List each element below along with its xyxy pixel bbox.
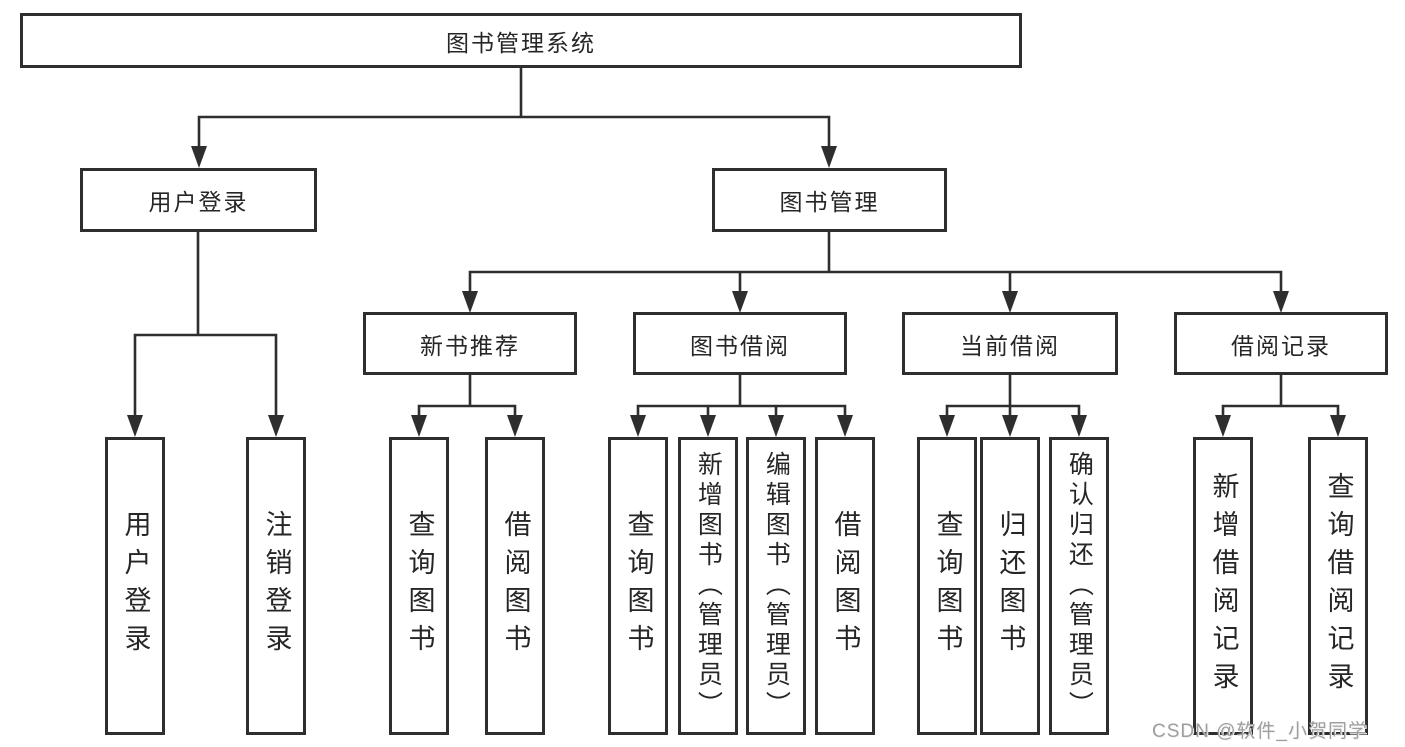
leaf-bb-borrow-books-label: 借阅图书 <box>830 510 861 662</box>
node-borrow-records: 借阅记录 <box>1174 312 1388 375</box>
leaf-bb-edit-books-label: 编辑图书（管理员） <box>762 451 791 721</box>
node-book-borrow-label: 图书借阅 <box>690 332 790 359</box>
leaf-bb-query-books-label: 查询图书 <box>623 510 654 662</box>
leaf-bb-add-books: 新增图书（管理员） <box>678 437 738 735</box>
leaf-br-query-record-label: 查询借阅记录 <box>1323 472 1354 700</box>
leaf-logout: 注销登录 <box>246 437 306 735</box>
arrowheads <box>127 146 1346 437</box>
leaf-cb-return-books: 归还图书 <box>980 437 1040 735</box>
leaf-cb-return-books-label: 归还图书 <box>995 510 1026 662</box>
node-book-borrow: 图书借阅 <box>633 312 847 375</box>
node-root-label: 图书管理系统 <box>446 29 596 56</box>
leaf-cb-query-books-label: 查询图书 <box>932 510 963 662</box>
node-borrow-records-label: 借阅记录 <box>1231 332 1331 359</box>
node-root: 图书管理系统 <box>20 13 1022 68</box>
leaf-br-add-record: 新增借阅记录 <box>1193 437 1253 735</box>
node-current-borrow-label: 当前借阅 <box>960 332 1060 359</box>
node-user-login: 用户登录 <box>80 168 317 232</box>
connector-root-to-level2 <box>197 66 831 150</box>
leaf-bb-add-books-label: 新增图书（管理员） <box>694 451 723 721</box>
connector-current-borrow-to-leaves <box>945 373 1081 421</box>
node-new-book-rec-label: 新书推荐 <box>420 332 520 359</box>
node-user-login-label: 用户登录 <box>148 189 249 215</box>
leaf-br-add-record-label: 新增借阅记录 <box>1208 472 1239 700</box>
leaf-br-query-record: 查询借阅记录 <box>1308 437 1368 735</box>
leaf-bb-edit-books: 编辑图书（管理员） <box>746 437 806 735</box>
node-book-mgmt: 图书管理 <box>712 168 947 232</box>
connector-book-borrow-to-leaves <box>636 373 847 421</box>
leaf-user-login-label: 用户登录 <box>120 510 151 662</box>
leaf-nb-query-books: 查询图书 <box>389 437 449 735</box>
leaf-cb-confirm-return: 确认归还（管理员） <box>1049 437 1109 735</box>
connector-new-book-rec-to-leaves <box>417 373 517 421</box>
connector-borrow-records-to-leaves <box>1221 373 1340 421</box>
leaf-logout-label: 注销登录 <box>261 510 292 662</box>
leaf-nb-borrow-books: 借阅图书 <box>485 437 545 735</box>
leaf-user-login: 用户登录 <box>105 437 165 735</box>
node-book-mgmt-label: 图书管理 <box>779 189 880 215</box>
leaf-cb-query-books: 查询图书 <box>917 437 977 735</box>
node-new-book-rec: 新书推荐 <box>363 312 577 375</box>
node-current-borrow: 当前借阅 <box>902 312 1118 375</box>
leaf-bb-query-books: 查询图书 <box>608 437 668 735</box>
connector-user-login-to-leaves <box>133 230 278 421</box>
connector-book-mgmt-to-level3 <box>468 230 1283 297</box>
leaf-cb-confirm-return-label: 确认归还（管理员） <box>1065 451 1094 721</box>
leaf-nb-query-books-label: 查询图书 <box>404 510 435 662</box>
csdn-watermark: CSDN @软件_小贺同学 <box>1152 721 1368 742</box>
leaf-nb-borrow-books-label: 借阅图书 <box>500 510 531 662</box>
leaf-bb-borrow-books: 借阅图书 <box>815 437 875 735</box>
